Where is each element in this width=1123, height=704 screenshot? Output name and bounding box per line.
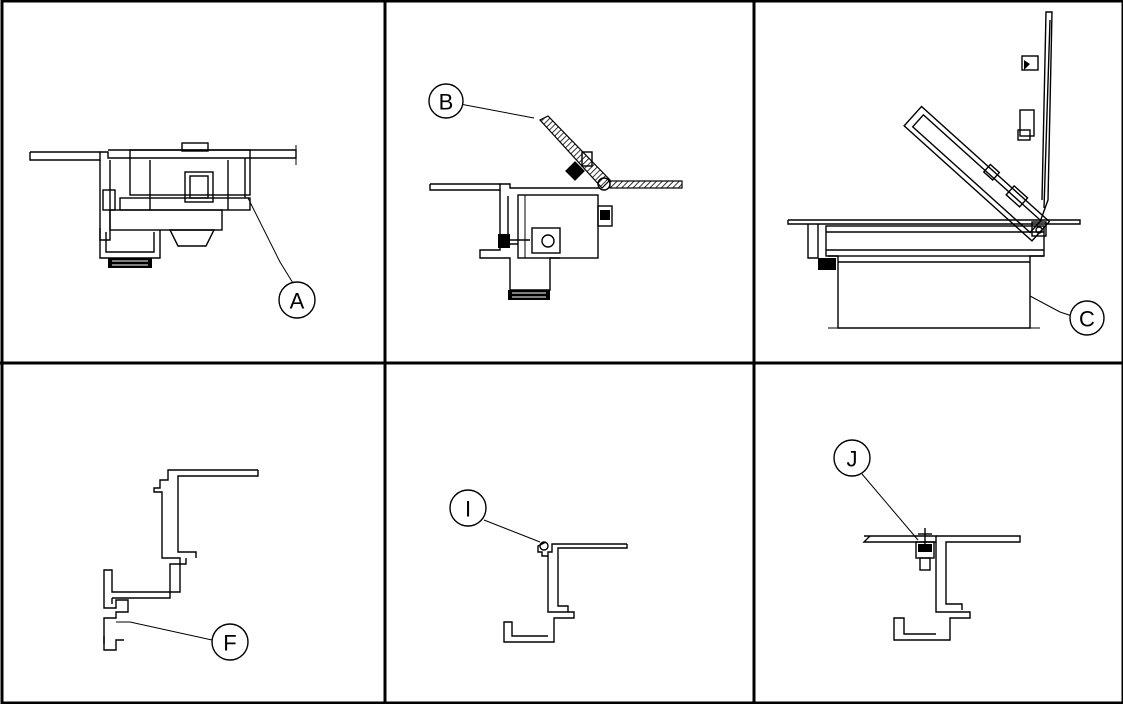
callout-i: I: [465, 497, 471, 522]
callout-j-circle: [833, 439, 871, 477]
callout-c: C: [1079, 307, 1095, 332]
callout-b-circle: [428, 83, 464, 119]
detail-panel-f: F: [103, 469, 259, 661]
callout-c-circle: [1069, 300, 1105, 336]
callout-i-circle: [449, 489, 487, 527]
callout-f: F: [223, 631, 236, 656]
callout-f-circle: [211, 623, 249, 661]
detail-panel-j: J: [833, 439, 1021, 641]
detail-panel-b: B: [428, 83, 683, 300]
callout-a: A: [290, 289, 305, 314]
callout-j: J: [847, 447, 858, 472]
detail-panel-c: C: [787, 11, 1105, 336]
callout-a-circle: [278, 281, 316, 319]
detail-panel-i: I: [449, 489, 628, 643]
detail-panel-a: A: [29, 142, 316, 319]
callout-b: B: [439, 90, 454, 115]
